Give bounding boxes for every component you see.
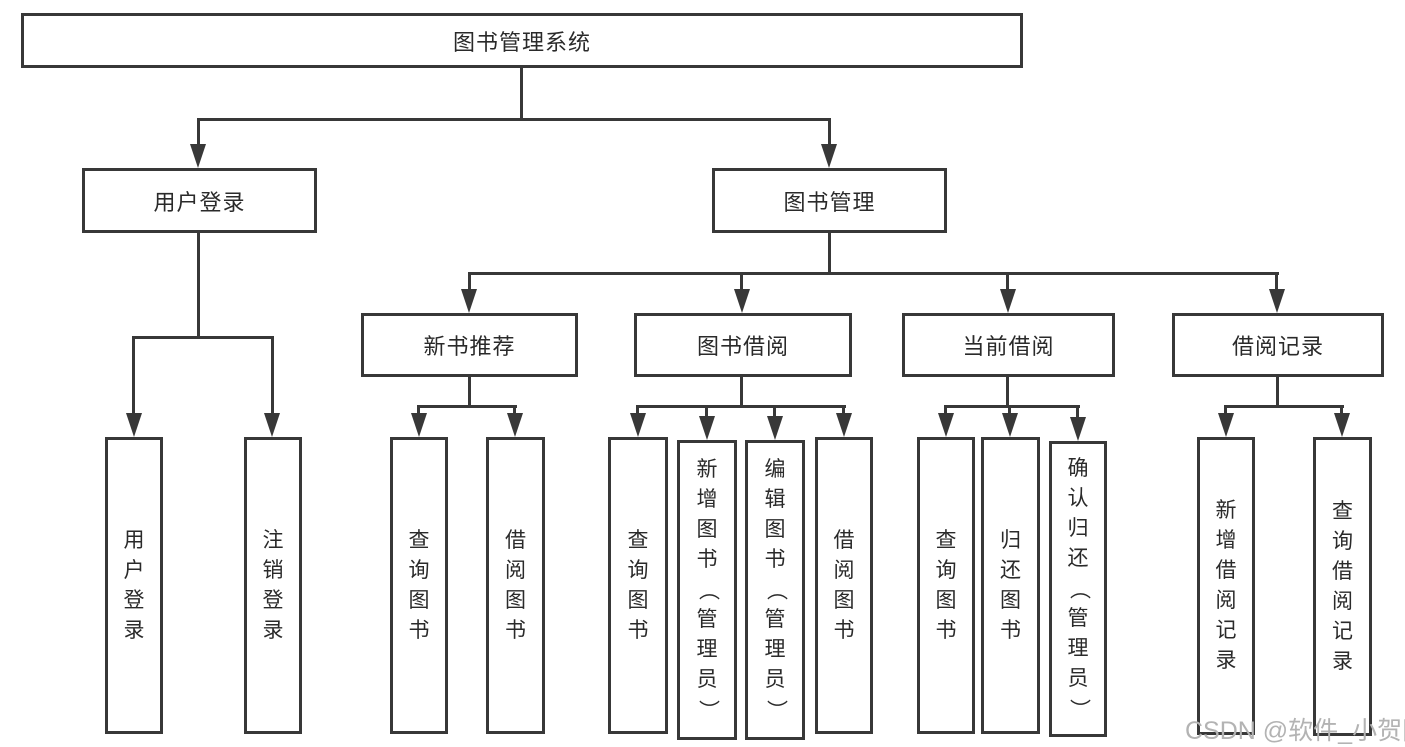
leaf-borrow-edit-book-admin: 编辑图书（管理员） bbox=[745, 440, 805, 740]
connector-leaf bbox=[773, 405, 776, 419]
connector-user-login-stem bbox=[197, 233, 200, 339]
leaf-current-query-book: 查询图书 bbox=[917, 437, 975, 734]
connector-leaf bbox=[417, 405, 420, 417]
connector-book-mgmt-stem bbox=[828, 233, 831, 275]
connector-root-rail bbox=[197, 118, 831, 121]
node-user-login-label: 用户登录 bbox=[153, 189, 246, 215]
connector-leaf bbox=[1008, 405, 1011, 417]
arrow-down-icon bbox=[734, 289, 750, 313]
leaf-borrow-borrow-book: 借阅图书 bbox=[815, 437, 873, 734]
leaf-newrec-query-book: 查询图书 bbox=[390, 437, 448, 734]
node-book-management-label: 图书管理 bbox=[783, 189, 876, 215]
arrow-down-icon bbox=[821, 144, 837, 168]
connector-to-new-book-recommend bbox=[468, 272, 471, 294]
node-book-borrow-label: 图书借阅 bbox=[696, 334, 789, 359]
connector-book-mgmt-rail bbox=[468, 272, 1279, 275]
arrow-down-icon bbox=[767, 416, 783, 440]
node-book-borrow: 图书借阅 bbox=[634, 313, 852, 377]
connector-leaf bbox=[1224, 405, 1227, 417]
node-current-borrow-label: 当前借阅 bbox=[962, 334, 1055, 359]
arrow-down-icon bbox=[461, 289, 477, 313]
node-current-borrow: 当前借阅 bbox=[902, 313, 1115, 377]
connector-newrec-stem bbox=[468, 377, 471, 408]
connector-root-stem bbox=[520, 68, 523, 121]
connector-leaf bbox=[842, 405, 845, 417]
arrow-down-icon bbox=[938, 413, 954, 437]
arrow-down-icon bbox=[1000, 289, 1016, 313]
leaf-borrow-query-book: 查询图书 bbox=[608, 437, 668, 734]
node-book-management: 图书管理 bbox=[712, 168, 947, 233]
arrow-down-icon bbox=[190, 144, 206, 168]
leaf-borrow-add-book-admin: 新增图书（管理员） bbox=[677, 440, 737, 740]
leaf-current-return-book: 归还图书 bbox=[981, 437, 1040, 734]
connector-newrec-rail bbox=[417, 405, 517, 408]
node-user-login: 用户登录 bbox=[82, 168, 317, 233]
connector-current-stem bbox=[1006, 377, 1009, 408]
node-new-book-recommend-label: 新书推荐 bbox=[423, 334, 516, 359]
connector-to-book-borrow bbox=[740, 272, 743, 294]
csdn-watermark: CSDN @软件_小贺同学 bbox=[1185, 717, 1405, 745]
connector-record-stem bbox=[1276, 377, 1279, 408]
arrow-down-icon bbox=[836, 413, 852, 437]
connector-to-borrow-record bbox=[1275, 272, 1278, 294]
arrow-down-icon bbox=[507, 413, 523, 437]
arrow-down-icon bbox=[411, 413, 427, 437]
node-borrow-record-label: 借阅记录 bbox=[1231, 334, 1324, 359]
arrow-down-icon bbox=[1334, 413, 1350, 437]
node-root-label: 图书管理系统 bbox=[452, 29, 591, 55]
arrow-down-icon bbox=[699, 416, 715, 440]
node-new-book-recommend: 新书推荐 bbox=[361, 313, 578, 377]
connector-user-login-rail bbox=[132, 336, 274, 339]
arrow-down-icon bbox=[1269, 289, 1285, 313]
connector-leaf bbox=[705, 405, 708, 419]
connector-to-book-management bbox=[828, 118, 831, 150]
connector-borrow-stem bbox=[740, 377, 743, 408]
leaf-logout-login: 注销登录 bbox=[244, 437, 302, 734]
connector-to-user-login bbox=[197, 118, 200, 150]
arrow-down-icon bbox=[1070, 417, 1086, 441]
connector-leaf bbox=[636, 405, 639, 417]
arrow-down-icon bbox=[126, 413, 142, 437]
connector-leaf bbox=[1076, 405, 1079, 419]
node-root: 图书管理系统 bbox=[21, 13, 1023, 68]
connector-to-current-borrow bbox=[1006, 272, 1009, 294]
connector-borrow-rail bbox=[636, 405, 846, 408]
arrow-down-icon bbox=[264, 413, 280, 437]
leaf-newrec-borrow-book: 借阅图书 bbox=[486, 437, 545, 734]
leaf-user-login: 用户登录 bbox=[105, 437, 163, 734]
connector-to-leaf-logout bbox=[271, 336, 274, 416]
connector-record-rail bbox=[1224, 405, 1344, 408]
connector-to-leaf-user-login bbox=[132, 336, 135, 416]
connector-leaf bbox=[1340, 405, 1343, 417]
connector-leaf bbox=[944, 405, 947, 417]
arrow-down-icon bbox=[630, 413, 646, 437]
arrow-down-icon bbox=[1002, 413, 1018, 437]
leaf-current-confirm-return-admin: 确认归还（管理员） bbox=[1049, 441, 1107, 737]
leaf-record-add-record: 新增借阅记录 bbox=[1197, 437, 1255, 735]
node-borrow-record: 借阅记录 bbox=[1172, 313, 1384, 377]
connector-leaf bbox=[513, 405, 516, 417]
arrow-down-icon bbox=[1218, 413, 1234, 437]
connector-current-rail bbox=[944, 405, 1080, 408]
leaf-record-query-record: 查询借阅记录 bbox=[1313, 437, 1372, 736]
